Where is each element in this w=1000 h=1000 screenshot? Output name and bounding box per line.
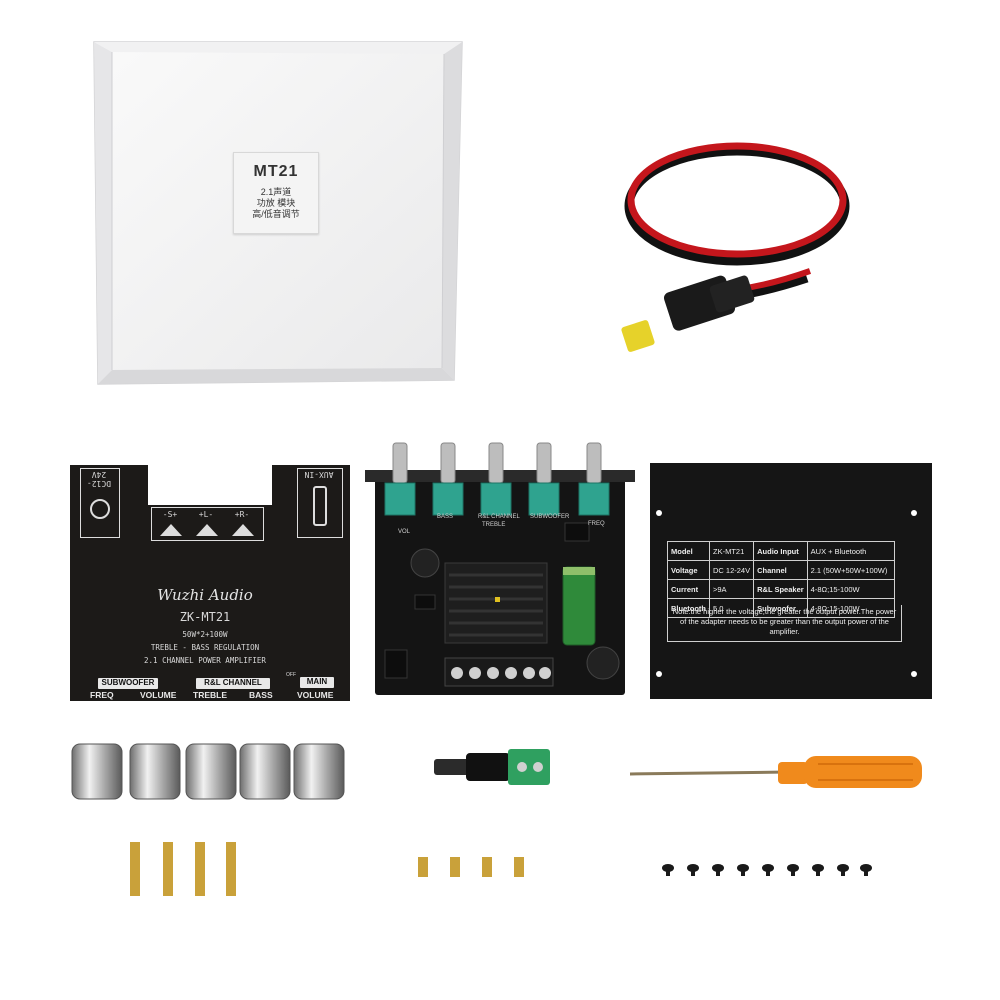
back-hole <box>911 671 917 677</box>
dc-jack-frame <box>80 468 120 538</box>
spec-row: Bluetooth 5.0 Subwoofer 4-8Ω;15-100W <box>667 598 895 618</box>
spec-value: AUX + Bluetooth <box>806 541 895 561</box>
spec-key: R&L Speaker <box>753 579 808 599</box>
speaker-triangles <box>160 524 254 536</box>
spec-value: 2.1 (50W+50W+100W) <box>806 560 895 580</box>
spec-row: Voltage DC 12-24V Channel 2.1 (50W+50W+1… <box>667 560 895 580</box>
aux-label: AUX-IN <box>304 470 334 479</box>
spec-key: Model <box>667 541 710 561</box>
front-panel-notch <box>148 465 272 505</box>
speaker-label-s: -S+ <box>162 510 178 519</box>
box-label: MT21 2.1声道 功放 模块 高/低音调节 <box>233 152 319 234</box>
spec-table: Model ZK-MT21 Audio Input AUX + Bluetoot… <box>667 541 895 618</box>
dc-jack-icon <box>90 499 110 519</box>
spec-line-3: 2.1 CHANNEL POWER AMPLIFIER <box>144 656 266 665</box>
box-line-1: 2.1声道 <box>260 187 292 197</box>
spec-note: Note:the higher the voltage,the greater … <box>667 605 902 642</box>
silk-freq: FREQ <box>588 521 605 527</box>
screws <box>662 864 872 876</box>
short-standoffs <box>418 857 524 877</box>
knob-label-bass: BASS <box>249 690 273 700</box>
knob-label-main-volume: VOLUME <box>297 690 334 700</box>
spec-key: Audio Input <box>753 541 808 561</box>
back-hole <box>656 671 662 677</box>
spec-value: 4-8Ω;15-100W <box>806 579 895 599</box>
screwdriver <box>629 756 922 788</box>
aux-jack-icon <box>313 486 327 526</box>
silk-vol: VOL <box>398 529 411 535</box>
spec-key: Current <box>667 579 710 599</box>
spec-key: Voltage <box>667 560 710 580</box>
speaker-label-r: +R- <box>234 510 250 519</box>
dc-jack-adapter <box>434 749 550 785</box>
knob-label-freq: FREQ <box>90 690 114 700</box>
spec-line-1: 50W*2+100W <box>182 630 228 639</box>
speaker-terminal-frame <box>151 507 264 541</box>
spec-row: Current >9A R&L Speaker 4-8Ω;15-100W <box>667 579 895 599</box>
dc-power-cable <box>621 142 850 352</box>
spec-value: DC 12-24V <box>708 560 755 580</box>
spec-row: Model ZK-MT21 Audio Input AUX + Bluetoot… <box>667 541 895 561</box>
box-line-2: 功放 模块 <box>256 198 296 208</box>
silk-bass: BASS <box>437 514 454 520</box>
spec-value: >9A <box>708 579 755 599</box>
group-rl-channel: R&L CHANNEL <box>196 678 270 689</box>
spec-value: ZK-MT21 <box>708 541 755 561</box>
front-model: ZK-MT21 <box>179 610 231 624</box>
silk-rl-channel: R&L CHANNEL <box>478 514 520 520</box>
speaker-label-l: +L- <box>198 510 214 519</box>
off-label: OFF <box>286 672 296 678</box>
silk-treble: TREBLE <box>482 522 506 528</box>
dc-label: DC12-24V <box>86 470 112 488</box>
box-line-3: 高/低音调节 <box>252 209 300 219</box>
knob-label-treble: TREBLE <box>193 690 227 700</box>
aux-frame <box>297 468 343 538</box>
brass-standoffs <box>130 842 236 896</box>
silk-subwoofer: SUBWOOFER <box>530 514 570 520</box>
spec-line-2: TREBLE - BASS REGULATION <box>150 643 260 652</box>
brand-logo: Wuzhi Audio <box>157 586 253 604</box>
spec-value: 4-8Ω;15-100W <box>806 598 895 618</box>
group-subwoofer: SUBWOOFER <box>98 678 158 689</box>
box-model: MT21 <box>253 163 299 180</box>
knob-caps <box>71 743 345 800</box>
group-main: MAIN <box>300 677 334 688</box>
knob-label-sub-volume: VOLUME <box>140 690 177 700</box>
back-hole <box>911 510 917 516</box>
back-hole <box>656 510 662 516</box>
spec-key: Channel <box>753 560 808 580</box>
spec-value: 5.0 <box>708 598 755 618</box>
board-components <box>365 442 635 687</box>
